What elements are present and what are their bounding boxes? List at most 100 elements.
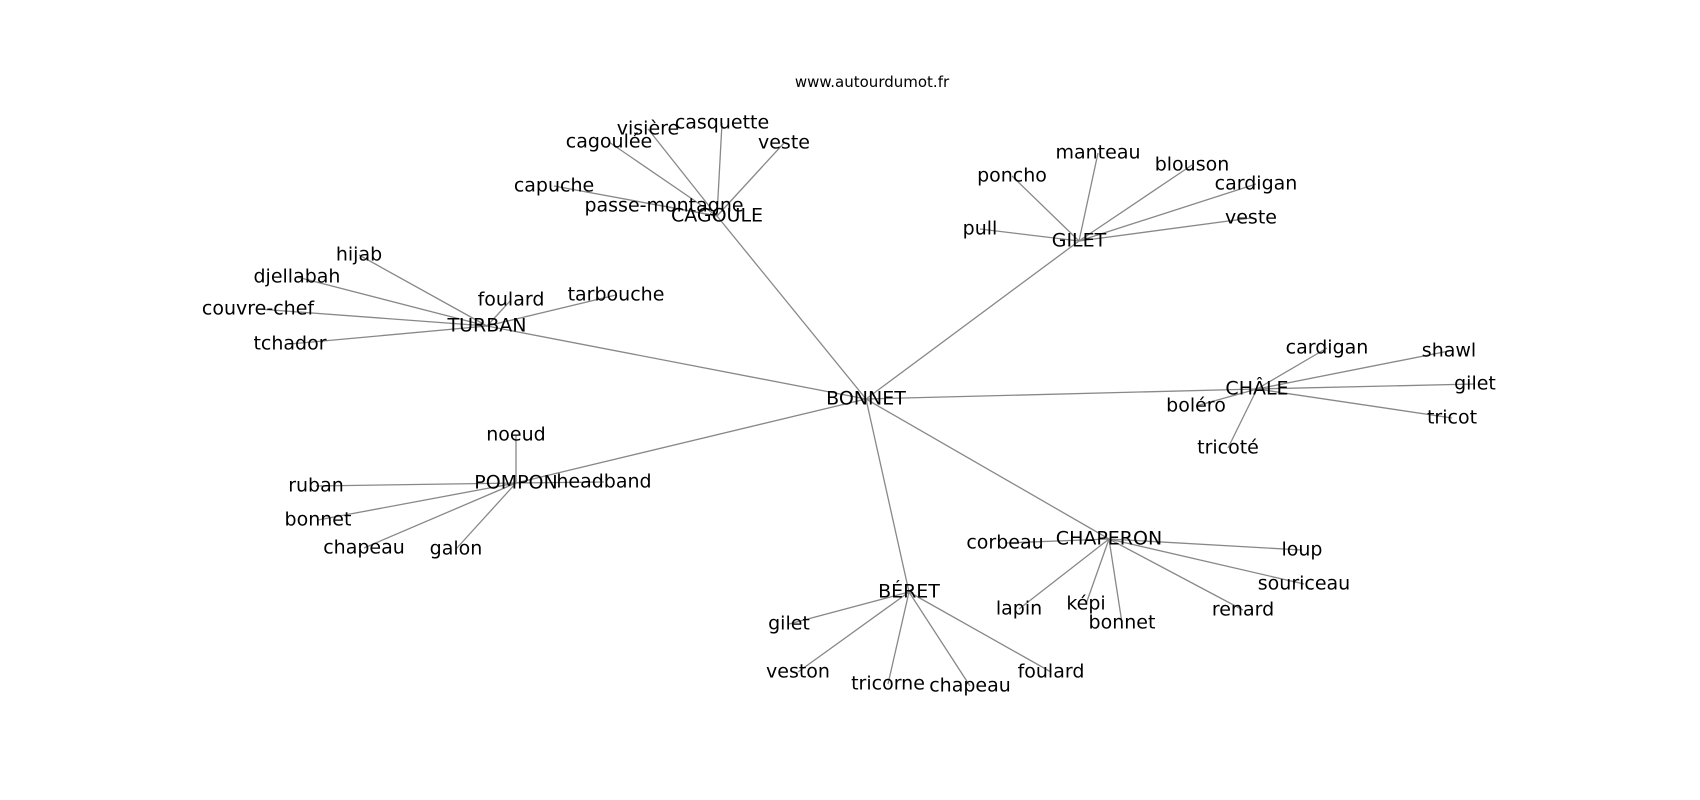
leaf-node-chaperon-corbeau[interactable]: corbeau: [966, 532, 1043, 554]
graph-edges: [257, 122, 1476, 687]
edge-chaperon-kepi: [1085, 538, 1110, 605]
edge-turban-tchador: [289, 325, 488, 345]
edge-chale-bolero: [1195, 388, 1258, 407]
edge-chaperon-loup: [1108, 538, 1303, 551]
leaf-node-pompon-noeud[interactable]: noeud: [486, 424, 545, 446]
edge-gilet-pull: [979, 228, 1080, 242]
edge-beret-foulard: [908, 591, 1052, 673]
edge-pompon-ruban: [315, 482, 517, 487]
leaf-node-gilet-veste[interactable]: veste: [1225, 207, 1277, 229]
leaf-node-pompon-bonnet[interactable]: bonnet: [285, 509, 352, 531]
center-node[interactable]: BONNET: [826, 388, 906, 410]
edge-gilet-veste: [1078, 217, 1252, 242]
leaf-node-chaperon-bonnet[interactable]: bonnet: [1089, 612, 1156, 634]
edge-cagoule-casquette: [716, 122, 723, 217]
edge-gilet-cardigan: [1078, 183, 1257, 242]
leaf-node-chaperon-renard[interactable]: renard: [1212, 599, 1274, 621]
leaf-node-pompon-galon[interactable]: galon: [430, 538, 483, 560]
leaf-node-beret-veston[interactable]: veston: [766, 661, 830, 683]
edge-gilet-manteau: [1078, 152, 1099, 242]
edge-chaperon-corbeau: [1004, 538, 1110, 544]
leaf-node-pompon-chapeau[interactable]: chapeau: [323, 537, 405, 559]
edge-chale-tricot: [1256, 388, 1453, 419]
leaf-node-chaperon-souriceau[interactable]: souriceau: [1258, 573, 1350, 595]
edge-gilet-blouson: [1078, 164, 1193, 242]
source-url[interactable]: www.autourdumot.fr: [795, 73, 950, 91]
edge-pompon-chapeau: [363, 482, 517, 549]
leaf-node-chaperon-loup[interactable]: loup: [1281, 539, 1322, 561]
edge-gilet-poncho: [1011, 175, 1080, 242]
leaf-node-turban-foulard[interactable]: foulard: [478, 289, 545, 311]
edge-beret-veston: [797, 591, 910, 673]
leaf-node-gilet-cardigan[interactable]: cardigan: [1215, 173, 1298, 195]
leaf-node-gilet-pull[interactable]: pull: [963, 218, 998, 240]
edge-cagoule-veste: [716, 142, 785, 217]
edge-beret-tricorne: [887, 591, 910, 685]
edge-center-chaperon: [865, 398, 1110, 540]
edge-turban-couvre-chef: [257, 308, 488, 327]
leaf-node-cagoule-casquette[interactable]: casquette: [675, 112, 769, 134]
edge-center-cagoule: [716, 215, 867, 400]
leaf-node-cagoule-visiere[interactable]: visière: [617, 118, 679, 140]
leaf-node-cagoule-cagoulee[interactable]: cagoulée: [566, 131, 652, 153]
edge-pompon-headband: [515, 481, 605, 484]
hub-node-chale[interactable]: CHÂLE: [1225, 377, 1288, 400]
edge-pompon-bonnet: [317, 482, 517, 521]
leaf-node-pompon-headband[interactable]: headband: [556, 471, 651, 493]
edge-cagoule-visiere: [647, 128, 718, 217]
leaf-node-beret-gilet[interactable]: gilet: [768, 613, 810, 635]
edge-turban-tarbouche: [486, 294, 617, 327]
leaf-node-cagoule-passe-montagne[interactable]: passe-montagne: [584, 195, 743, 217]
edge-pompon-galon: [455, 482, 517, 550]
leaf-node-chaperon-lapin[interactable]: lapin: [996, 598, 1042, 620]
graph-nodes: BONNETCAGOULEcagouléevisièrecasquetteves…: [202, 112, 1496, 697]
leaf-node-chale-tricot[interactable]: tricot: [1427, 407, 1477, 429]
leaf-node-beret-chapeau[interactable]: chapeau: [929, 675, 1011, 697]
leaf-node-turban-tchador[interactable]: tchador: [253, 333, 326, 355]
edge-center-pompon: [515, 398, 867, 484]
leaf-node-beret-foulard[interactable]: foulard: [1018, 661, 1085, 683]
leaf-node-chaperon-kepi[interactable]: képi: [1066, 593, 1105, 615]
edge-chaperon-lapin: [1018, 538, 1110, 610]
edge-chaperon-souriceau: [1108, 538, 1305, 585]
edge-beret-chapeau: [908, 591, 971, 687]
leaf-node-beret-tricorne[interactable]: tricorne: [851, 673, 925, 695]
leaf-node-cagoule-veste[interactable]: veste: [758, 132, 810, 154]
hub-node-cagoule[interactable]: CAGOULE: [671, 205, 763, 227]
leaf-node-pompon-ruban[interactable]: ruban: [288, 475, 344, 497]
edge-chale-cardigan: [1256, 347, 1328, 390]
edge-center-gilet: [865, 240, 1080, 400]
edge-chale-tricote: [1227, 388, 1258, 449]
edge-cagoule-passe-montagne: [663, 205, 718, 217]
edge-chaperon-renard: [1108, 538, 1244, 611]
hub-node-gilet[interactable]: GILET: [1052, 230, 1107, 252]
leaf-node-turban-djellabah[interactable]: djellabah: [254, 266, 341, 288]
leaf-node-chale-cardigan[interactable]: cardigan: [1286, 337, 1369, 359]
edge-center-beret: [865, 398, 910, 593]
edge-center-chale: [865, 388, 1258, 400]
edge-turban-djellabah: [296, 276, 488, 327]
leaf-node-gilet-blouson[interactable]: blouson: [1155, 154, 1230, 176]
leaf-node-gilet-manteau[interactable]: manteau: [1055, 142, 1140, 164]
leaf-node-gilet-poncho[interactable]: poncho: [977, 165, 1047, 187]
leaf-node-cagoule-capuche[interactable]: capuche: [514, 175, 594, 197]
leaf-node-turban-hijab[interactable]: hijab: [336, 244, 382, 266]
edge-chaperon-bonnet: [1108, 538, 1123, 624]
edge-turban-hijab: [358, 254, 488, 327]
leaf-node-chale-tricote[interactable]: tricoté: [1197, 437, 1259, 459]
hub-node-pompon[interactable]: POMPON: [474, 472, 557, 494]
hub-node-chaperon[interactable]: CHAPERON: [1056, 528, 1162, 550]
edge-turban-foulard: [486, 299, 512, 327]
edge-center-turban: [486, 325, 867, 400]
edge-chale-gilet: [1256, 383, 1476, 390]
hub-node-turban[interactable]: TURBAN: [447, 315, 527, 337]
edge-chale-shawl: [1256, 350, 1450, 390]
leaf-node-turban-couvre-chef[interactable]: couvre-chef: [202, 298, 315, 320]
edge-beret-gilet: [788, 591, 910, 625]
leaf-node-chale-shawl[interactable]: shawl: [1422, 340, 1476, 362]
leaf-node-turban-tarbouche[interactable]: tarbouche: [568, 284, 665, 306]
leaf-node-chale-gilet[interactable]: gilet: [1454, 373, 1496, 395]
hub-node-beret[interactable]: BÉRET: [878, 580, 940, 603]
leaf-node-chale-bolero[interactable]: boléro: [1166, 395, 1226, 417]
